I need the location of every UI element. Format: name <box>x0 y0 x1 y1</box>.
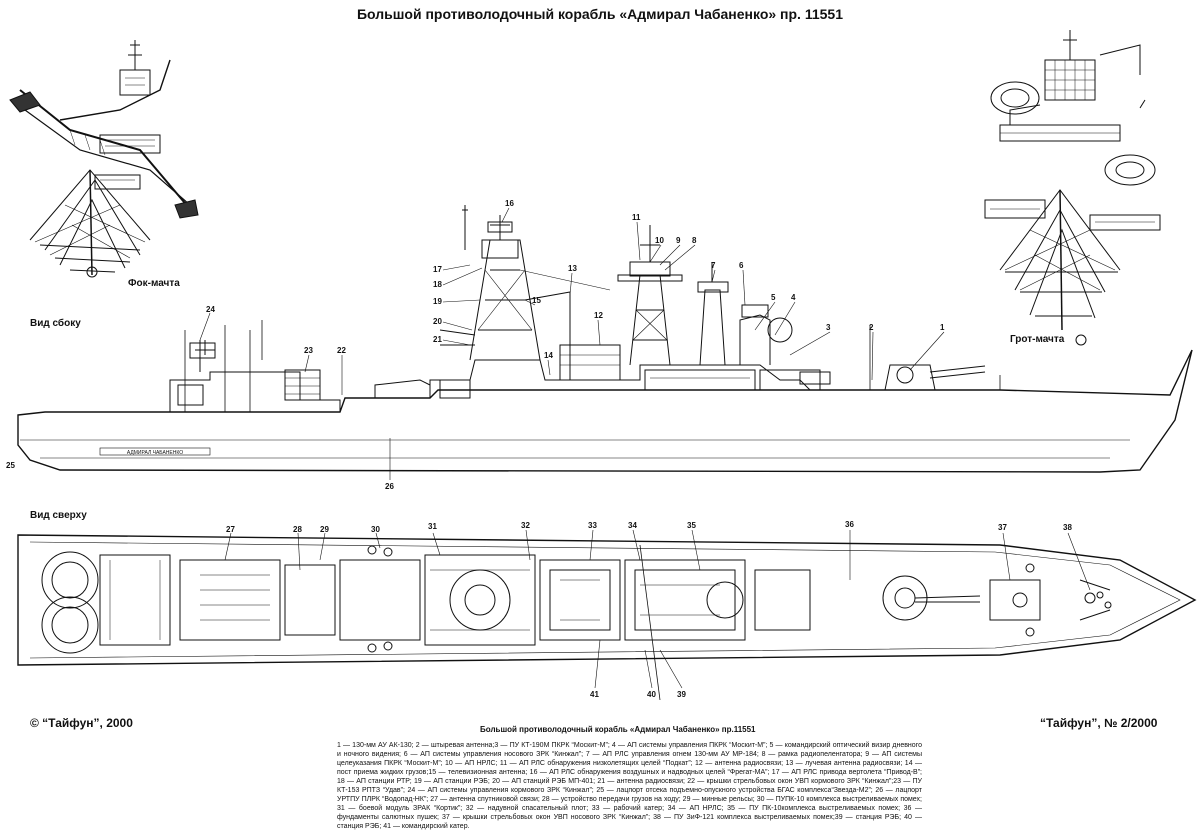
issue-number: “Тайфун”, № 2/2000 <box>1040 716 1158 730</box>
callout-number: 25 <box>6 461 15 470</box>
callout-number: 40 <box>647 690 656 699</box>
callout-number: 36 <box>845 520 854 529</box>
callout-number: 16 <box>505 199 514 208</box>
callout-number: 15 <box>532 296 541 305</box>
callout-number: 28 <box>293 525 302 534</box>
callout-number: 27 <box>226 525 235 534</box>
callout-number: 22 <box>337 346 346 355</box>
callout-number: 17 <box>433 265 442 274</box>
top-view-drawing <box>17 534 1197 701</box>
fore-mast-drawing <box>9 40 199 278</box>
caption: Большой противолодочный корабль «Адмирал… <box>480 725 756 734</box>
callout-number: 31 <box>428 522 437 531</box>
callout-number: 7 <box>711 261 716 270</box>
callout-number: 14 <box>544 351 553 360</box>
callout-number: 39 <box>677 690 686 699</box>
callout-number: 20 <box>433 317 442 326</box>
callout-number: 21 <box>433 335 442 344</box>
callout-number: 5 <box>771 293 776 302</box>
callout-number: 30 <box>371 525 380 534</box>
callout-number: 35 <box>687 521 696 530</box>
callout-number: 41 <box>590 690 599 699</box>
callout-number: 12 <box>594 311 603 320</box>
hull-name: АДМИРАЛ ЧАБАНЕНКО <box>127 450 183 456</box>
callout-number: 2 <box>869 323 874 332</box>
callout-number: 11 <box>632 213 641 222</box>
callout-number: 23 <box>304 346 313 355</box>
callout-number: 38 <box>1063 523 1072 532</box>
callout-number: 33 <box>588 521 597 530</box>
callout-number: 1 <box>940 323 945 332</box>
main-mast-drawing <box>984 30 1161 346</box>
top-view-label: Вид сверху <box>30 510 87 521</box>
callout-number: 3 <box>826 323 831 332</box>
callout-number: 6 <box>739 261 744 270</box>
callout-number: 26 <box>385 482 394 491</box>
callout-number: 37 <box>998 523 1007 532</box>
copyright: © “Тайфун”, 2000 <box>30 716 133 730</box>
callout-number: 19 <box>433 297 442 306</box>
callout-number: 10 <box>655 236 664 245</box>
callout-number: 8 <box>692 236 697 245</box>
callout-number: 24 <box>206 305 215 314</box>
side-view-label: Вид сбоку <box>30 318 81 329</box>
callout-number: 4 <box>791 293 796 302</box>
callout-number: 13 <box>568 264 577 273</box>
callout-number: 34 <box>628 521 637 530</box>
fore-mast-label: Фок-мачта <box>128 278 180 289</box>
callout-number: 9 <box>676 236 681 245</box>
leader-lines <box>199 207 1091 689</box>
callout-number: 29 <box>320 525 329 534</box>
callout-number: 18 <box>433 280 442 289</box>
legend: 1 — 130-мм АУ АК-130; 2 — штыревая антен… <box>337 742 922 830</box>
main-mast-label: Грот-мачта <box>1010 334 1065 345</box>
page-title: Большой противолодочный корабль «Адмирал… <box>356 6 843 22</box>
callout-number: 32 <box>521 521 530 530</box>
